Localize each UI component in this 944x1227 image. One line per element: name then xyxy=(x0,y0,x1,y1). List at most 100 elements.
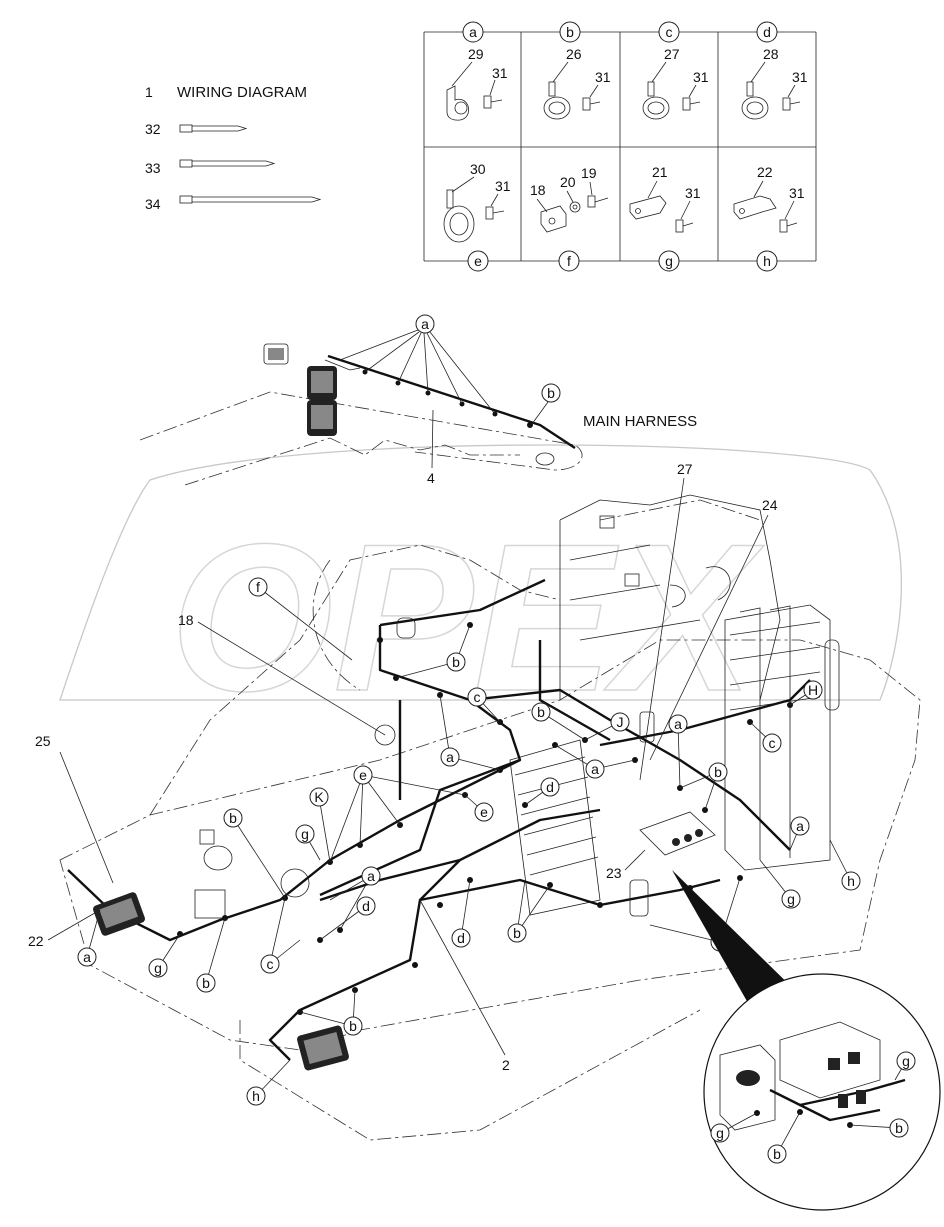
table-letter-f: f xyxy=(567,253,571,269)
callout-letter-a: a xyxy=(796,818,804,834)
callout-circle xyxy=(309,787,329,807)
callout-letter-c: c xyxy=(474,689,481,705)
table-letter-g: g xyxy=(665,253,673,269)
bolt-31-icon xyxy=(782,84,801,111)
cell-f-washer: 20 xyxy=(560,174,576,190)
callout-circle xyxy=(668,714,688,734)
legend-num-33: 33 xyxy=(145,160,161,176)
table-letter-b: b xyxy=(566,24,574,40)
bracket-18-icon xyxy=(536,198,567,233)
clamp-26-icon xyxy=(543,61,571,120)
bolt-31-icon xyxy=(675,200,694,233)
boom-clamp-b-label: b xyxy=(547,385,555,401)
callout-leader xyxy=(460,879,471,939)
callout-leader xyxy=(319,905,367,941)
callout-circle xyxy=(803,680,823,700)
callout-letter-d: d xyxy=(362,898,370,914)
detail-callout-letter-g: g xyxy=(716,1125,724,1141)
cable-tie-34-icon xyxy=(179,195,322,204)
cell-e-bolt: 31 xyxy=(495,178,511,194)
table-letter-c: c xyxy=(666,24,673,40)
cell-g-bolt: 31 xyxy=(685,185,701,201)
watermark-text: OPEX xyxy=(170,500,764,735)
callout-circle xyxy=(762,733,782,753)
callout-leader xyxy=(257,586,353,661)
callout-letter-d: d xyxy=(457,930,465,946)
callout-letter-b: b xyxy=(714,764,722,780)
boom-harness: a b MAIN HARNESS 4 xyxy=(139,314,697,486)
callout-22: 22 xyxy=(28,933,44,949)
cell-a-part: 29 xyxy=(468,46,484,62)
clamp-table: a b c d e f g h 29 31 26 31 xyxy=(423,21,817,272)
components xyxy=(93,617,716,1071)
table-letter-h: h xyxy=(763,253,771,269)
control-valve-icon xyxy=(639,811,716,856)
table-letter-d: d xyxy=(763,24,771,40)
bolt-31-icon xyxy=(485,193,505,220)
callout-circle xyxy=(474,802,494,822)
callout-letter-g: g xyxy=(787,891,795,907)
callout-circle xyxy=(467,687,487,707)
cell-c-part: 27 xyxy=(664,46,680,62)
cell-e-part: 30 xyxy=(470,161,486,177)
front-light-icon xyxy=(297,1025,349,1071)
radiator xyxy=(724,604,840,871)
cell-d-part: 28 xyxy=(763,46,779,62)
work-light-icon xyxy=(263,343,289,365)
callout-letter-e: e xyxy=(480,804,488,820)
callout-letter-J: J xyxy=(617,714,624,730)
main-harness-label: MAIN HARNESS xyxy=(583,413,697,430)
cell-f-part: 18 xyxy=(530,182,546,198)
work-light-icon xyxy=(307,366,337,436)
table-letter-e: e xyxy=(474,253,482,269)
callout-leader xyxy=(359,774,364,846)
sensor-icon xyxy=(374,724,396,746)
bolt-31-icon xyxy=(483,79,503,109)
callout-circle xyxy=(248,577,268,597)
cable-tie-33-icon xyxy=(179,159,276,168)
cell-b-bolt: 31 xyxy=(595,69,611,85)
bolt-31-icon xyxy=(582,84,601,111)
callout-2: 2 xyxy=(502,1057,510,1073)
callout-circle xyxy=(781,889,801,909)
callout-letter-H: H xyxy=(808,682,818,698)
callout-letter-a: a xyxy=(591,761,599,777)
callout-circle xyxy=(148,958,168,978)
callout-circle xyxy=(841,871,861,891)
callout-circle xyxy=(531,702,551,722)
callout-leader xyxy=(269,897,286,965)
callout-circle xyxy=(610,712,630,732)
callout-circle xyxy=(585,759,605,779)
callout-letter-b: b xyxy=(452,654,460,670)
callout-circle xyxy=(451,928,471,948)
callout-circle xyxy=(507,923,527,943)
callout-letter-a: a xyxy=(83,949,91,965)
callout-circle xyxy=(446,652,466,672)
valve-icon xyxy=(629,879,649,917)
callout-numbers: 27 24 18 25 22 2 23 xyxy=(28,461,778,1073)
callout-letter-c: c xyxy=(267,956,274,972)
callout-leader xyxy=(649,924,721,943)
engine-block xyxy=(559,494,781,701)
bolt-31-icon xyxy=(779,200,798,233)
bolt-31-icon xyxy=(682,84,701,111)
clamp-28-icon xyxy=(741,61,769,120)
legend-num-32: 32 xyxy=(145,121,161,137)
cell-f-bolt: 19 xyxy=(581,165,597,181)
callout-letter-b: b xyxy=(229,810,237,826)
callout-circle xyxy=(356,896,376,916)
clamp-30-icon xyxy=(443,176,475,243)
callout-letter-f: f xyxy=(256,579,260,595)
clamp-27-icon xyxy=(642,61,670,120)
washer-20-icon xyxy=(566,190,581,213)
callout-leader xyxy=(362,774,401,826)
callout-leader xyxy=(329,774,364,863)
table-letter-a: a xyxy=(469,24,477,40)
callout-leader xyxy=(395,661,457,679)
callout-circle xyxy=(196,973,216,993)
legend-num-34: 34 xyxy=(145,196,161,212)
callout-27: 27 xyxy=(677,461,693,477)
callout-letter-a: a xyxy=(367,868,375,884)
callout-25: 25 xyxy=(35,733,51,749)
